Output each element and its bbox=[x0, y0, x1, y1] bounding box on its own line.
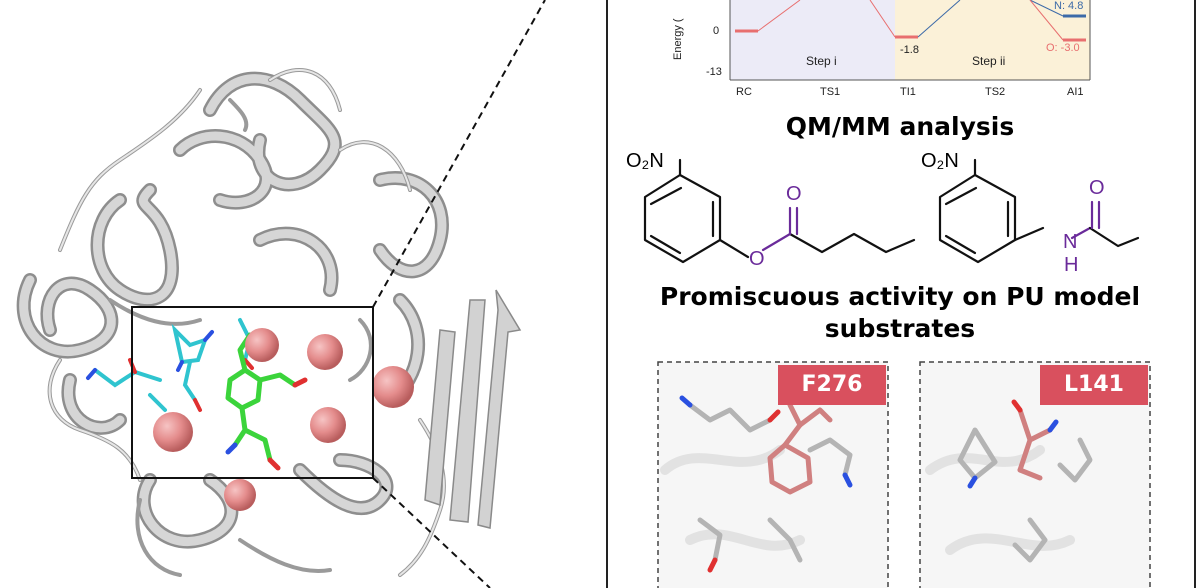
substrate-structures bbox=[643, 158, 1140, 264]
step-ii-region bbox=[895, 0, 1090, 80]
zoom-line-bottom bbox=[372, 477, 491, 588]
x-tick-ts1: TS1 bbox=[820, 86, 841, 98]
x-tick-ts2: TS2 bbox=[985, 86, 1006, 98]
panel-l141-sticks bbox=[957, 399, 1093, 563]
panel-f276-sticks bbox=[679, 395, 853, 573]
active-site-residues bbox=[86, 318, 254, 412]
sphere-3 bbox=[372, 366, 414, 408]
left-carbonyl-oxygen: O bbox=[786, 183, 802, 205]
right-nitrogen: N bbox=[1063, 231, 1078, 253]
sphere-4 bbox=[153, 412, 193, 452]
protein-ribbon bbox=[16, 68, 449, 577]
right-nitro-label: O₂N bbox=[921, 150, 959, 172]
energy-levels bbox=[735, 14, 1086, 42]
left-ester-oxygen: O bbox=[749, 248, 765, 270]
value-label-ai1-o: O: -3.0 bbox=[1046, 42, 1080, 54]
y-axis-label: Energy ( bbox=[672, 18, 684, 60]
left-nitro-label: O₂N bbox=[626, 150, 664, 172]
y-tick-neg13: -13 bbox=[706, 66, 722, 78]
residue-label-l141: L141 bbox=[1040, 365, 1148, 405]
substrate-left-bonds bbox=[643, 158, 916, 264]
substrate-right-bonds bbox=[938, 158, 1140, 264]
step-ii-label: Step ii bbox=[972, 54, 1006, 68]
residue-panels bbox=[657, 361, 1151, 588]
value-label-ti1: -1.8 bbox=[900, 44, 919, 56]
qmmm-heading: QM/MM analysis bbox=[785, 112, 1015, 141]
right-carbonyl-oxygen: O bbox=[1089, 177, 1105, 199]
y-tick-0: 0 bbox=[713, 25, 720, 37]
active-site-box bbox=[131, 306, 374, 479]
x-tick-ai1: AI1 bbox=[1067, 86, 1084, 98]
value-label-ai1-n: N: 4.8 bbox=[1054, 0, 1084, 12]
energy-connectors bbox=[757, 0, 1064, 41]
analysis-panel bbox=[606, 0, 1196, 588]
zoom-line-top bbox=[372, 0, 546, 308]
residue-label-f276: F276 bbox=[778, 365, 886, 405]
step-i-label: Step i bbox=[806, 54, 837, 68]
sphere-6 bbox=[224, 479, 256, 511]
right-hydrogen: H bbox=[1064, 254, 1079, 276]
sphere-5 bbox=[310, 407, 346, 443]
beta-sheet bbox=[424, 289, 522, 529]
energy-profile bbox=[729, 0, 1091, 81]
metal-ions bbox=[153, 328, 414, 511]
sphere-2 bbox=[307, 334, 343, 370]
sphere-1 bbox=[245, 328, 279, 362]
step-i-region bbox=[730, 0, 895, 80]
x-tick-rc: RC bbox=[736, 86, 752, 98]
protein-structure bbox=[16, 68, 522, 577]
x-tick-ti1: TI1 bbox=[900, 86, 916, 98]
promiscuous-heading-line2: substrates bbox=[824, 314, 976, 343]
promiscuous-heading-line1: Promiscuous activity on PU model bbox=[659, 282, 1141, 311]
